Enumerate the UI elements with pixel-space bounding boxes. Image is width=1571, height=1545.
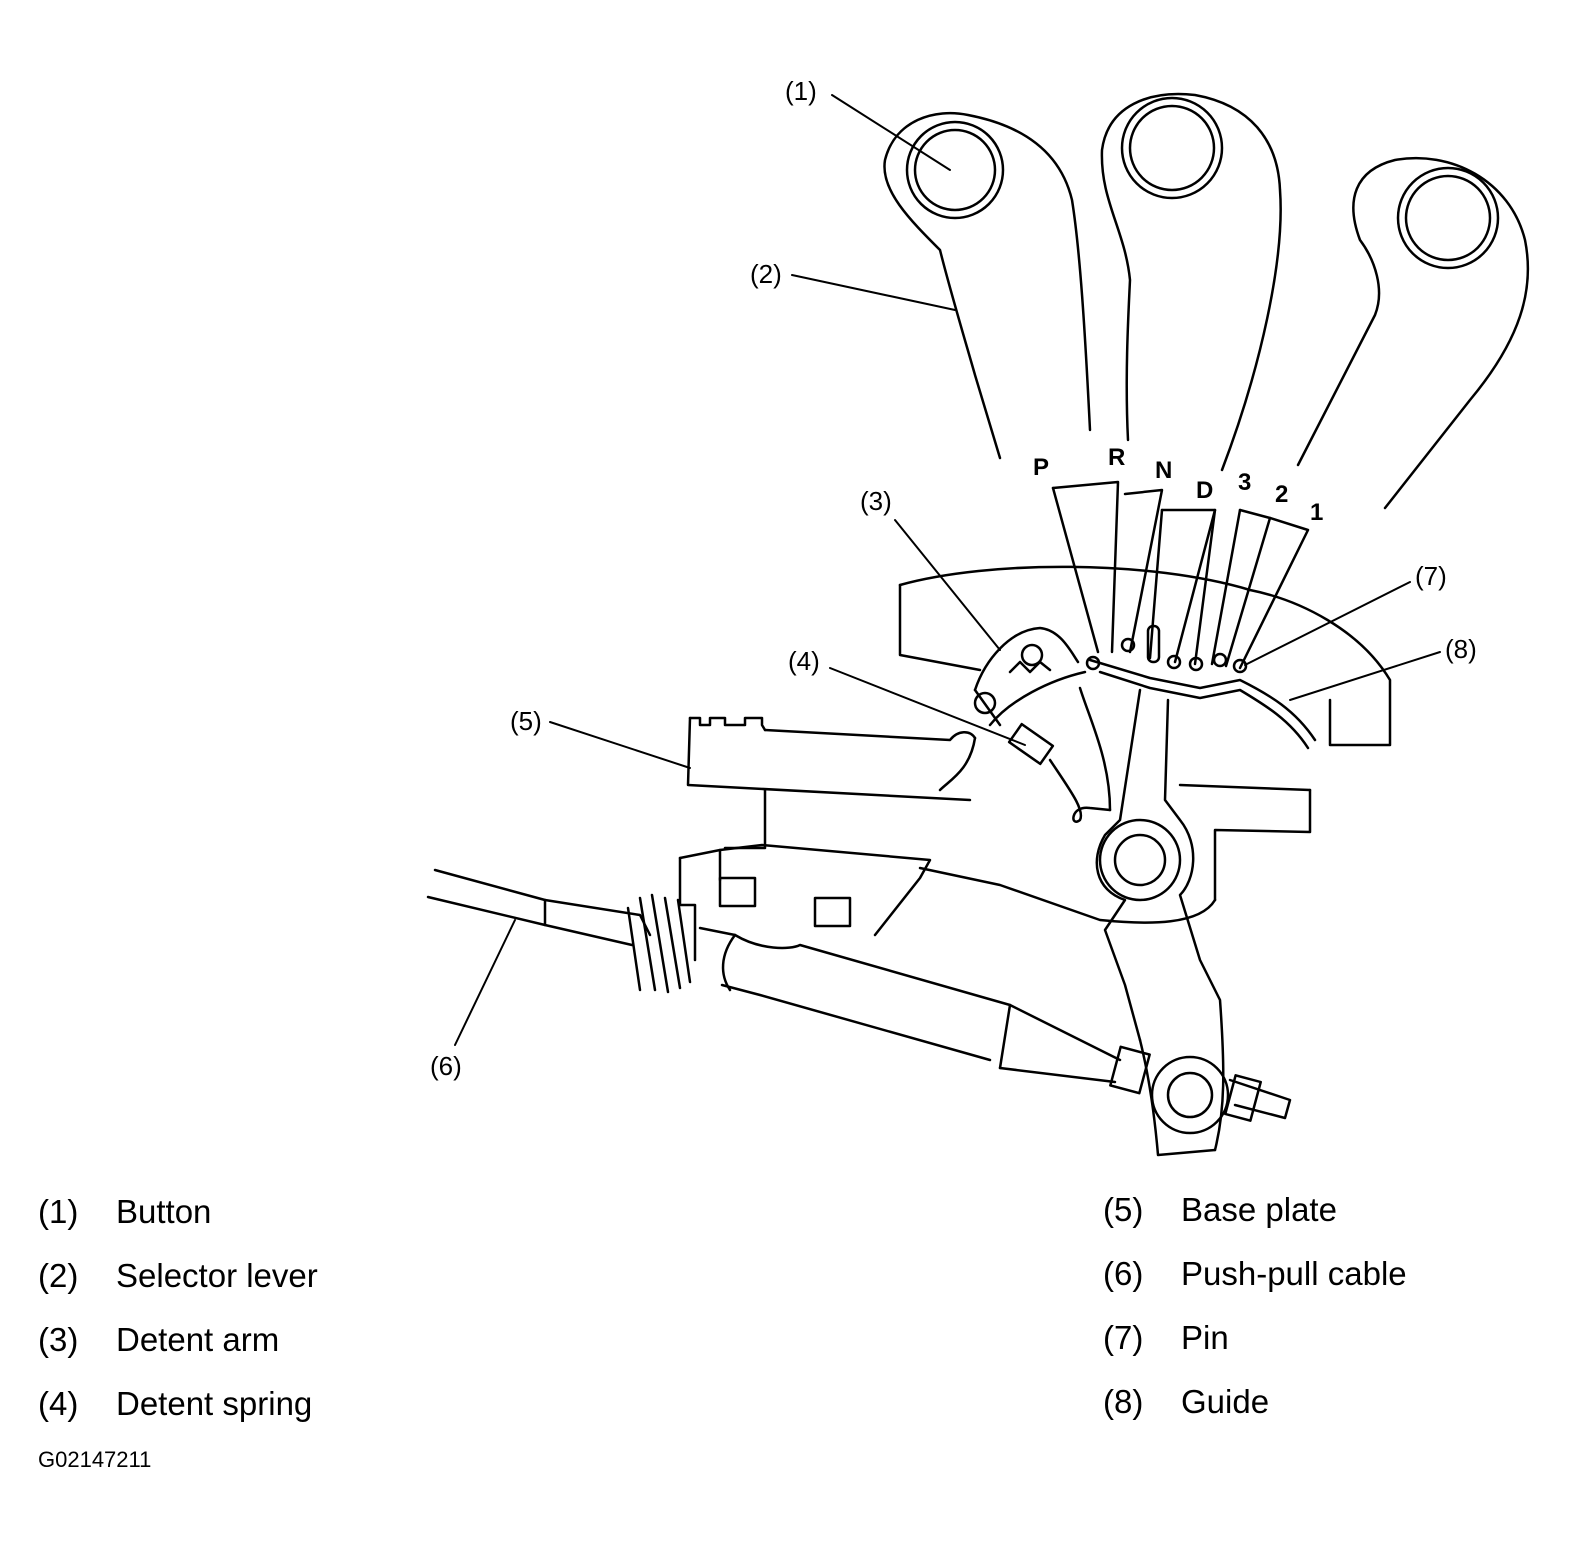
- legend-label: Guide: [1181, 1383, 1270, 1420]
- legend-label: Base plate: [1181, 1191, 1337, 1228]
- legend-number: (3): [38, 1321, 79, 1358]
- pin-3: [1212, 652, 1228, 668]
- legend-number: (1): [38, 1193, 79, 1230]
- pin-slot: [1146, 624, 1161, 664]
- gear-label-3: 3: [1238, 469, 1251, 496]
- legend-number: (5): [1103, 1191, 1144, 1228]
- callout-1: (1): [785, 76, 817, 106]
- legend-label: Detent arm: [116, 1321, 280, 1358]
- legend-item-3: (3) Detent arm: [38, 1321, 279, 1359]
- leader-lines: [454, 94, 1441, 1046]
- callout-2: (2): [750, 259, 782, 289]
- leader-3: [894, 519, 1001, 651]
- shift-mechanism-diagram: (1) (2) (3) (4) (5) (6) (7) (8) P R N D …: [426, 76, 1530, 1157]
- legend-label: Detent spring: [116, 1385, 313, 1422]
- legend-item-6: (6) Push-pull cable: [1103, 1255, 1407, 1293]
- lower-actuator-arm: [1095, 688, 1230, 1157]
- callout-8: (8): [1445, 634, 1477, 664]
- selector-lever-1-position: [1296, 156, 1530, 510]
- selector-lever-p-position: [883, 111, 1092, 460]
- selector-housing: [898, 565, 1392, 924]
- button-n-position: [1120, 96, 1224, 200]
- push-pull-cable: [426, 868, 1292, 1122]
- leader-4: [829, 667, 1026, 746]
- pin-2: [1232, 658, 1248, 674]
- leader-6: [454, 919, 516, 1046]
- legend-item-1: (1) Button: [38, 1193, 211, 1231]
- callout-4: (4): [788, 646, 820, 676]
- legend-item-8: (8) Guide: [1103, 1383, 1269, 1421]
- legend-number: (6): [1103, 1255, 1144, 1292]
- leader-1: [831, 94, 951, 171]
- legend-label: Button: [116, 1193, 212, 1230]
- gear-label-r: R: [1108, 444, 1125, 471]
- leader-8: [1289, 651, 1441, 701]
- legend-label: Push-pull cable: [1181, 1255, 1407, 1292]
- gear-label-n: N: [1155, 457, 1172, 484]
- button-p-position: [905, 120, 1005, 220]
- legend-item-2: (2) Selector lever: [38, 1257, 318, 1295]
- gear-label-p: P: [1033, 454, 1049, 481]
- callout-7: (7): [1415, 561, 1447, 591]
- callout-labels: (1) (2) (3) (4) (5) (6) (7) (8): [430, 76, 1477, 1081]
- legend-label: Selector lever: [116, 1257, 318, 1294]
- gear-position-labels: P R N D 3 2 1: [1033, 444, 1323, 526]
- leader-5: [549, 721, 691, 769]
- callout-3: (3): [860, 486, 892, 516]
- detent-pins: [1085, 624, 1248, 674]
- pin-p: [1085, 655, 1101, 671]
- figure-code: G02147211: [38, 1447, 152, 1472]
- selector-lever-n-position: [1100, 92, 1282, 472]
- detent-spring: [988, 670, 1112, 823]
- legend-number: (2): [38, 1257, 79, 1294]
- leader-2: [791, 274, 956, 311]
- detent-arm: [973, 626, 1080, 727]
- legend-item-5: (5) Base plate: [1103, 1191, 1337, 1229]
- position-indicator-fan: [1051, 480, 1310, 670]
- guide-plate: [1088, 658, 1317, 750]
- cable-bracket: [678, 843, 932, 962]
- pin-d: [1188, 656, 1204, 672]
- legend-number: (7): [1103, 1319, 1144, 1356]
- gear-label-2: 2: [1275, 481, 1288, 508]
- leader-7: [1244, 581, 1411, 666]
- callout-6: (6): [430, 1051, 462, 1081]
- legend-item-4: (4) Detent spring: [38, 1385, 312, 1423]
- pin-n: [1166, 654, 1182, 670]
- legend-label: Pin: [1181, 1319, 1229, 1356]
- base-plate: [686, 716, 977, 850]
- gear-label-1: 1: [1310, 499, 1323, 526]
- gear-label-d: D: [1196, 477, 1213, 504]
- callout-5: (5): [510, 706, 542, 736]
- button-1-position: [1396, 166, 1500, 270]
- pin-r: [1120, 637, 1136, 653]
- legend-number: (4): [38, 1385, 79, 1422]
- legend-number: (8): [1103, 1383, 1144, 1420]
- legend-item-7: (7) Pin: [1103, 1319, 1229, 1357]
